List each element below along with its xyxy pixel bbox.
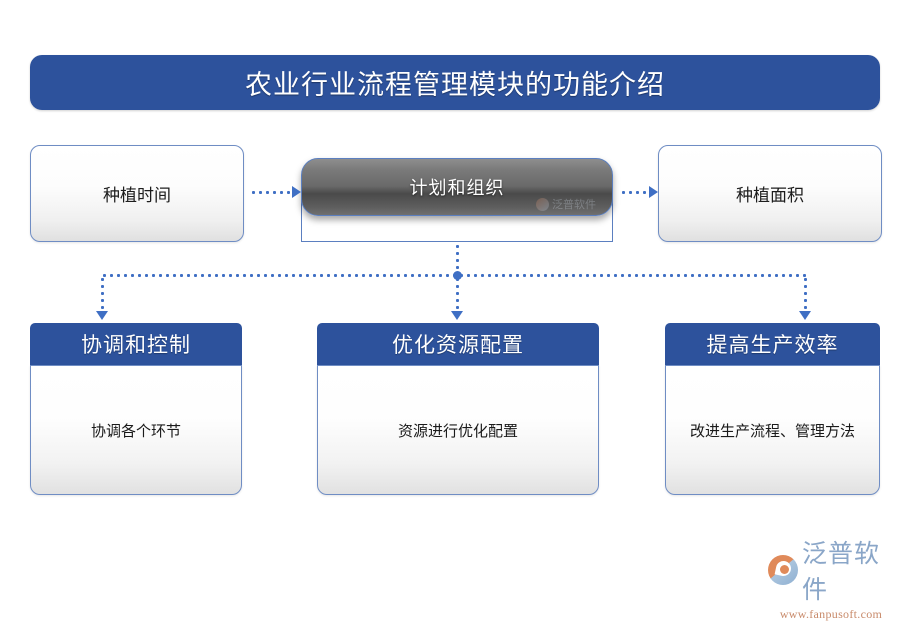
node-planting-area-label: 种植面积 bbox=[736, 186, 804, 205]
card-body: 改进生产流程、管理方法 bbox=[665, 365, 880, 495]
card-header: 优化资源配置 bbox=[317, 323, 599, 365]
card-body-label: 协调各个环节 bbox=[90, 423, 181, 440]
connector-line bbox=[620, 191, 650, 194]
arrow-head-icon bbox=[649, 186, 658, 198]
brand-logo-row: 泛普软件 bbox=[768, 534, 894, 606]
card-header: 协调和控制 bbox=[30, 323, 242, 365]
fanpu-circle-icon bbox=[768, 555, 798, 585]
node-planting-time-label: 种植时间 bbox=[103, 186, 171, 205]
brand-logo: 泛普软件 www.fanpusoft.com bbox=[768, 534, 894, 621]
node-plan-organize-label: 计划和组织 bbox=[409, 178, 505, 198]
card-coordination-control[interactable]: 协调和控制 协调各个环节 bbox=[30, 323, 242, 495]
card-resource-optimization[interactable]: 优化资源配置 资源进行优化配置 bbox=[317, 323, 599, 495]
diagram-canvas: 农业行业流程管理模块的功能介绍 种植时间 计划和组织 泛普软件 种植面积 bbox=[0, 0, 900, 600]
connector-line bbox=[456, 276, 459, 312]
connector-bus-line bbox=[101, 274, 806, 277]
card-header: 提高生产效率 bbox=[665, 323, 880, 365]
card-body-label: 改进生产流程、管理方法 bbox=[689, 423, 855, 440]
card-production-efficiency[interactable]: 提高生产效率 改进生产流程、管理方法 bbox=[665, 323, 880, 495]
node-planting-area[interactable]: 种植面积 bbox=[658, 145, 882, 242]
arrow-head-icon bbox=[799, 311, 811, 320]
fanpu-circle-icon bbox=[536, 197, 549, 211]
card-header-label: 提高生产效率 bbox=[706, 333, 839, 357]
watermark-label: 泛普软件 bbox=[552, 199, 596, 211]
card-body-label: 资源进行优化配置 bbox=[397, 423, 518, 440]
node-planting-time[interactable]: 种植时间 bbox=[30, 145, 244, 242]
node-plan-organize[interactable]: 计划和组织 泛普软件 bbox=[301, 158, 613, 216]
card-header-label: 优化资源配置 bbox=[392, 333, 524, 357]
page-title-banner: 农业行业流程管理模块的功能介绍 bbox=[30, 55, 880, 110]
card-header-label: 协调和控制 bbox=[81, 333, 191, 357]
arrow-head-icon bbox=[96, 311, 108, 320]
page-title: 农业行业流程管理模块的功能介绍 bbox=[245, 70, 665, 100]
arrow-head-icon bbox=[451, 311, 463, 320]
arrow-head-icon bbox=[292, 186, 301, 198]
brand-name: 泛普软件 bbox=[802, 541, 881, 604]
connector-line bbox=[250, 191, 293, 194]
card-body: 资源进行优化配置 bbox=[317, 365, 599, 495]
card-body: 协调各个环节 bbox=[30, 365, 242, 495]
watermark: 泛普软件 bbox=[536, 196, 596, 212]
connector-line bbox=[101, 276, 104, 312]
connector-line bbox=[456, 243, 459, 275]
connector-junction-dot bbox=[453, 271, 462, 280]
brand-url: www.fanpusoft.com bbox=[779, 607, 883, 621]
connector-line bbox=[804, 276, 807, 312]
